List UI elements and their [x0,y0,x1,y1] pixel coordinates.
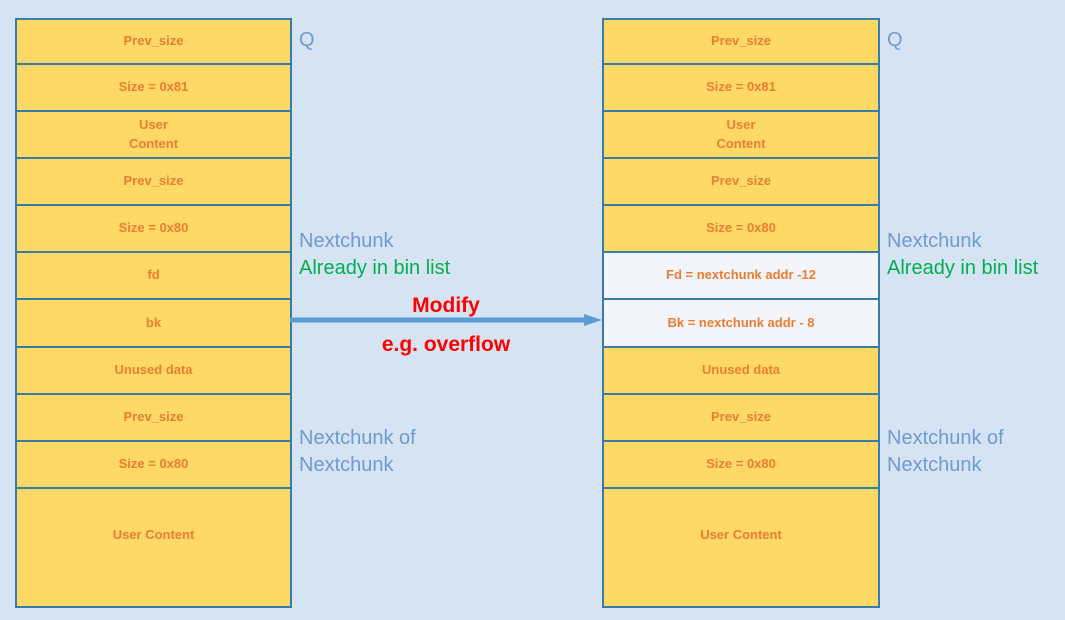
chunk-before-row-4: Size = 0x80 [17,206,290,253]
chunk-before-row-3: Prev_size [17,159,290,206]
chunk-before-row-5: fd [17,253,290,300]
annotation-nextchunk-of-nextchunk-before: Nextchunk of Nextchunk [299,427,416,476]
chunk-before-row-2: User Content [17,112,290,159]
chunk-before-row-label-2: User Content [128,116,179,151]
chunk-after-row-6: Bk = nextchunk addr - 8 [604,300,878,348]
chunk-before-row-1: Size = 0x81 [17,65,290,112]
chunk-before-row-7: Unused data [17,348,290,395]
annotation-nextchunk-after-line2: Already in bin list [887,257,1039,279]
chunk-after-row-label-1: Size = 0x81 [706,79,776,95]
chunk-after-row-label-4: Size = 0x80 [706,220,776,236]
pointer-label-q-after: Q [887,29,903,51]
chunk-after-row-9: Size = 0x80 [604,442,878,489]
chunk-after-row-label-3: Prev_size [711,173,771,189]
chunk-after-row-label-8: Prev_size [711,409,771,425]
chunk-before-row-label-0: Prev_size [123,33,184,49]
chunk-after-row-7: Unused data [604,348,878,395]
chunk-after-row-4: Size = 0x80 [604,206,878,253]
chunk-before-row-label-9: Size = 0x80 [118,456,189,472]
annotation-nextchunk-before: Nextchunk Already in bin list [299,228,450,282]
chunk-after-row-label-7: Unused data [701,362,780,378]
chunk-before-row-label-1: Size = 0x81 [118,79,189,95]
pointer-label-q-before: Q [299,29,315,51]
annotation-nextchunk-after-line1: Nextchunk [887,230,982,252]
chunk-before-row-label-8: Prev_size [123,409,184,425]
chunk-after-row-5: Fd = nextchunk addr -12 [604,253,878,300]
chunk-after-row-label-2: User Content [716,116,766,151]
chunk-before-row-0: Prev_size [17,20,290,65]
chunk-after-row-label-9: Size = 0x80 [706,456,776,472]
annotation-nextchunk-of-nextchunk-after: Nextchunk of Nextchunk [887,427,1004,476]
annotation-nextchunk-after: Nextchunk Already in bin list [887,228,1038,282]
chunk-after-row-label-5: Fd = nextchunk addr -12 [666,267,816,283]
chunk-after-row-label-6: Bk = nextchunk addr - 8 [667,314,815,330]
chunk-before-row-label-7: Unused data [114,362,193,378]
chunk-after-row-8: Prev_size [604,395,878,442]
chunk-after-row-0: Prev_size [604,20,878,65]
modify-caption: Modify [412,294,480,317]
overflow-caption: e.g. overflow [381,333,511,356]
chunk-before-row-10: User Content [17,489,290,582]
chunk-after-row-1: Size = 0x81 [604,65,878,112]
chunk-after-row-3: Prev_size [604,159,878,206]
chunk-before-row-8: Prev_size [17,395,290,442]
chunk-before-row-6: bk [17,300,290,348]
chunk-before-row-label-5: fd [147,267,160,283]
annotation-nextchunk-before-line2: Already in bin list [299,257,451,279]
chunk-after-row-10: User Content [604,489,878,582]
chunk-before-row-label-4: Size = 0x80 [118,220,189,236]
chunk-after-row-label-0: Prev_size [711,33,771,49]
chunk-before-row-label-6: bk [145,314,162,330]
chunk-before-row-label-10: User Content [112,527,195,543]
chunk-before-row-9: Size = 0x80 [17,442,290,489]
annotation-nextchunk-before-line1: Nextchunk [299,230,394,252]
chunk-after-row-label-10: User Content [700,527,782,543]
modify-arrow-icon [290,314,602,326]
chunk-after-row-2: User Content [604,112,878,159]
chunk-before-row-label-3: Prev_size [123,173,184,189]
